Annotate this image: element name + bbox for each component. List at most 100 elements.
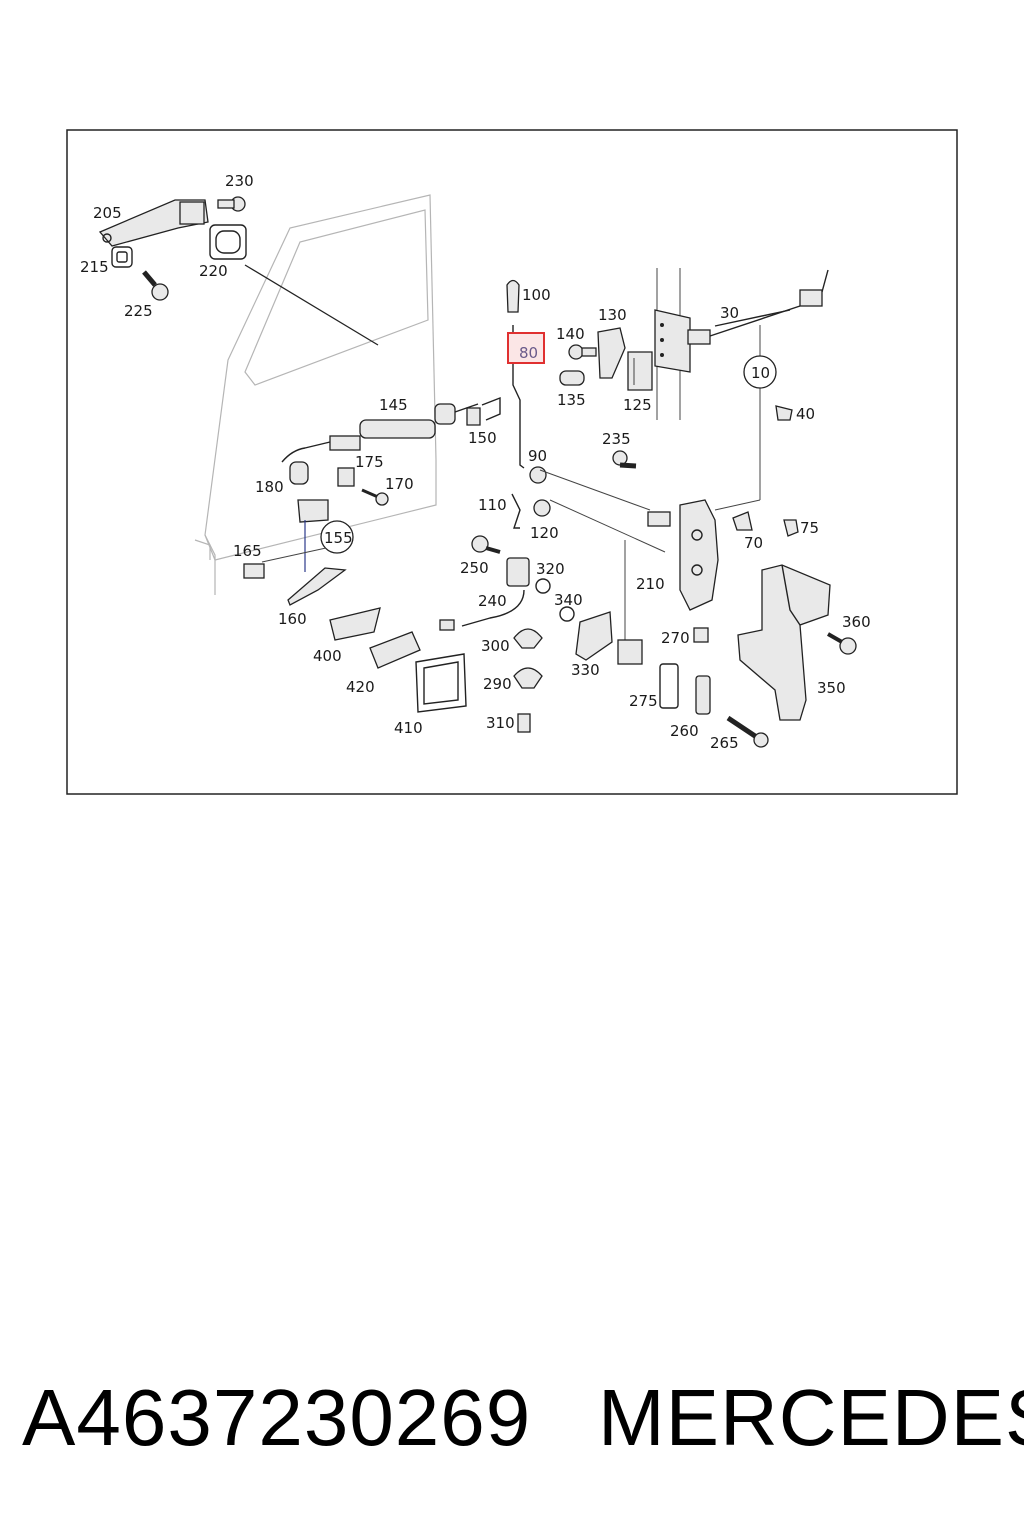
gasket-220 (209, 224, 247, 260)
callout-80-highlight (507, 332, 545, 364)
wiring-connector-30 (687, 269, 829, 345)
callout-330: 330 (571, 661, 600, 679)
inner-handle-160 (287, 499, 354, 606)
grommet-290 (513, 667, 543, 689)
brand-name: MERCEDES (598, 1373, 1024, 1462)
screw-140 (568, 344, 597, 360)
callout-100: 100 (522, 286, 551, 304)
clip-150 (466, 396, 501, 426)
callout-260: 260 (670, 722, 699, 740)
harness-10 (714, 325, 777, 511)
callout-310: 310 (486, 714, 515, 732)
bracket-125 (627, 351, 653, 391)
pin-310 (517, 713, 531, 733)
callout-175: 175 (355, 453, 384, 471)
cover-275 (659, 663, 679, 709)
callout-205: 205 (93, 204, 122, 222)
screw-230 (217, 196, 246, 212)
outer-door-handle (98, 199, 209, 247)
callout-140: 140 (556, 325, 585, 343)
callout-300: 300 (481, 637, 510, 655)
parts-diagram: 230 205 215 220 225 100 130 140 80 135 1… (66, 129, 958, 795)
callout-80: 80 (519, 344, 538, 362)
bushing-120 (533, 499, 551, 517)
frame-410 (415, 653, 467, 713)
callout-320: 320 (536, 560, 565, 578)
callout-130: 130 (598, 306, 627, 324)
gasket-215 (111, 246, 133, 268)
callout-225: 225 (124, 302, 153, 320)
rod-110 (511, 493, 666, 553)
callout-400: 400 (313, 647, 342, 665)
callout-350: 350 (817, 679, 846, 697)
screw-250 (471, 535, 501, 554)
callout-420: 420 (346, 678, 375, 696)
callout-145: 145 (379, 396, 408, 414)
callout-70: 70 (744, 534, 763, 552)
callout-215: 215 (80, 258, 109, 276)
bezel-400 (329, 607, 381, 641)
cable-145 (281, 403, 479, 463)
callout-275: 275 (629, 692, 658, 710)
trim-420 (369, 631, 421, 669)
door-outline (194, 194, 437, 595)
callout-210: 210 (636, 575, 665, 593)
callout-30: 30 (720, 304, 739, 322)
callout-10: 10 (751, 364, 770, 382)
clip-165 (243, 547, 327, 579)
clip-180 (289, 461, 309, 485)
callout-170: 170 (385, 475, 414, 493)
lock-rod-80 (512, 325, 525, 469)
callout-150: 150 (468, 429, 497, 447)
actuator-240 (439, 557, 530, 631)
callout-220: 220 (199, 262, 228, 280)
callout-230: 230 (225, 172, 254, 190)
callout-265: 265 (710, 734, 739, 752)
callout-235: 235 (602, 430, 631, 448)
screw-235 (612, 450, 637, 469)
callout-360: 360 (842, 613, 871, 631)
grommet-300 (513, 628, 543, 649)
callout-75: 75 (800, 519, 819, 537)
callout-410: 410 (394, 719, 423, 737)
callout-135: 135 (557, 391, 586, 409)
callout-90: 90 (528, 447, 547, 465)
callout-155: 155 (324, 529, 353, 547)
callout-270: 270 (661, 629, 690, 647)
callout-120: 120 (530, 524, 559, 542)
footer: A4637230269 MERCEDES (0, 1368, 1024, 1478)
callout-290: 290 (483, 675, 512, 693)
clip-75 (783, 519, 799, 537)
bolt-135 (559, 370, 585, 386)
washer-320 (535, 578, 551, 594)
callout-labels: 230 205 215 220 225 100 130 140 80 135 1… (80, 172, 871, 752)
screw-170 (361, 488, 389, 506)
callout-240: 240 (478, 592, 507, 610)
callout-160: 160 (278, 610, 307, 628)
part-number: A4637230269 (22, 1373, 532, 1462)
callout-340: 340 (554, 591, 583, 609)
callout-165: 165 (233, 542, 262, 560)
pillar-lines (654, 268, 691, 420)
bushing-90 (529, 466, 651, 511)
screw-225 (142, 270, 169, 301)
clip-40 (775, 405, 793, 421)
callout-180: 180 (255, 478, 284, 496)
screw-70 (732, 511, 753, 531)
switch-330-box (617, 540, 643, 665)
callout-40: 40 (796, 405, 815, 423)
callout-250: 250 (460, 559, 489, 577)
bracket-350 (737, 564, 831, 721)
clip-270 (693, 627, 709, 643)
callout-110: 110 (478, 496, 507, 514)
screw-360 (827, 632, 857, 655)
door-lock-210 (647, 499, 719, 611)
bracket-330 (575, 611, 613, 661)
bolt-265 (726, 715, 769, 748)
striker-260 (695, 675, 711, 715)
clip-175 (337, 467, 355, 487)
callout-125: 125 (623, 396, 652, 414)
bracket-130 (597, 327, 626, 379)
lock-knob-100 (506, 279, 520, 313)
washer-340 (559, 606, 575, 622)
